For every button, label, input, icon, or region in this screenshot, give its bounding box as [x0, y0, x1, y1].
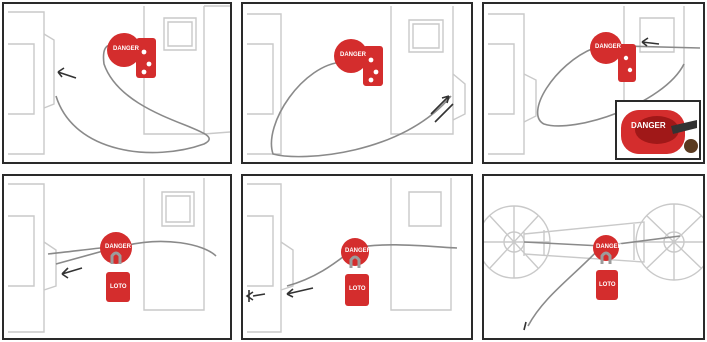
- step-2-illustration: DANGER: [243, 4, 471, 162]
- machine-outline: [8, 6, 230, 154]
- step-1-illustration: DANGER: [4, 4, 230, 162]
- svg-text:DANGER: DANGER: [340, 52, 367, 58]
- cable-lockout-device-icon: DANGER: [341, 238, 372, 266]
- insert-arrow: [642, 38, 659, 46]
- valve-wheel-icon: [636, 204, 703, 280]
- cable-lock-detail-icon: DANGER: [617, 102, 699, 158]
- cable-lockout-device-icon: DANGER: [593, 235, 623, 261]
- svg-text:DANGER: DANGER: [631, 121, 666, 130]
- lockout-cable: [271, 62, 451, 157]
- svg-text:LOTO: LOTO: [349, 286, 366, 292]
- svg-text:DANGER: DANGER: [596, 244, 623, 250]
- svg-text:LOTO: LOTO: [110, 284, 127, 290]
- valve-wheel-icon: [484, 206, 550, 278]
- pull-arrow: [247, 290, 265, 302]
- step-panel-4: DANGER LOTO: [2, 174, 232, 340]
- cable-end: [524, 322, 526, 330]
- machine-outline: [247, 6, 465, 154]
- insert-arrow: [431, 96, 453, 122]
- step-6-illustration: DANGER LOTO: [484, 176, 703, 338]
- step-panel-1: DANGER: [2, 2, 232, 164]
- cable-lockout-device-icon: DANGER: [590, 32, 636, 82]
- cable-lockout-device-icon: DANGER: [334, 39, 383, 86]
- svg-text:DANGER: DANGER: [595, 44, 622, 50]
- detail-inset: DANGER: [615, 100, 701, 160]
- insert-arrow: [58, 68, 76, 78]
- lockout-cable: [287, 245, 457, 286]
- cable-lockout-device-icon: DANGER: [107, 33, 156, 78]
- step-5-illustration: DANGER LOTO: [243, 176, 471, 338]
- step-panel-2: DANGER: [241, 2, 473, 164]
- step-panel-5: DANGER LOTO: [241, 174, 473, 340]
- svg-text:DANGER: DANGER: [345, 248, 372, 254]
- svg-text:DANGER: DANGER: [105, 244, 132, 250]
- tighten-arrow: [287, 288, 313, 297]
- svg-text:DANGER: DANGER: [113, 46, 140, 52]
- step-panel-3: DANGER DANGER: [482, 2, 705, 164]
- svg-text:LOTO: LOTO: [599, 282, 616, 288]
- cable-lockout-device-icon: DANGER: [100, 232, 132, 264]
- pull-arrow: [62, 268, 82, 278]
- step-panel-6: DANGER LOTO: [482, 174, 705, 340]
- lockout-cable: [48, 241, 216, 264]
- step-4-illustration: DANGER LOTO: [4, 176, 230, 338]
